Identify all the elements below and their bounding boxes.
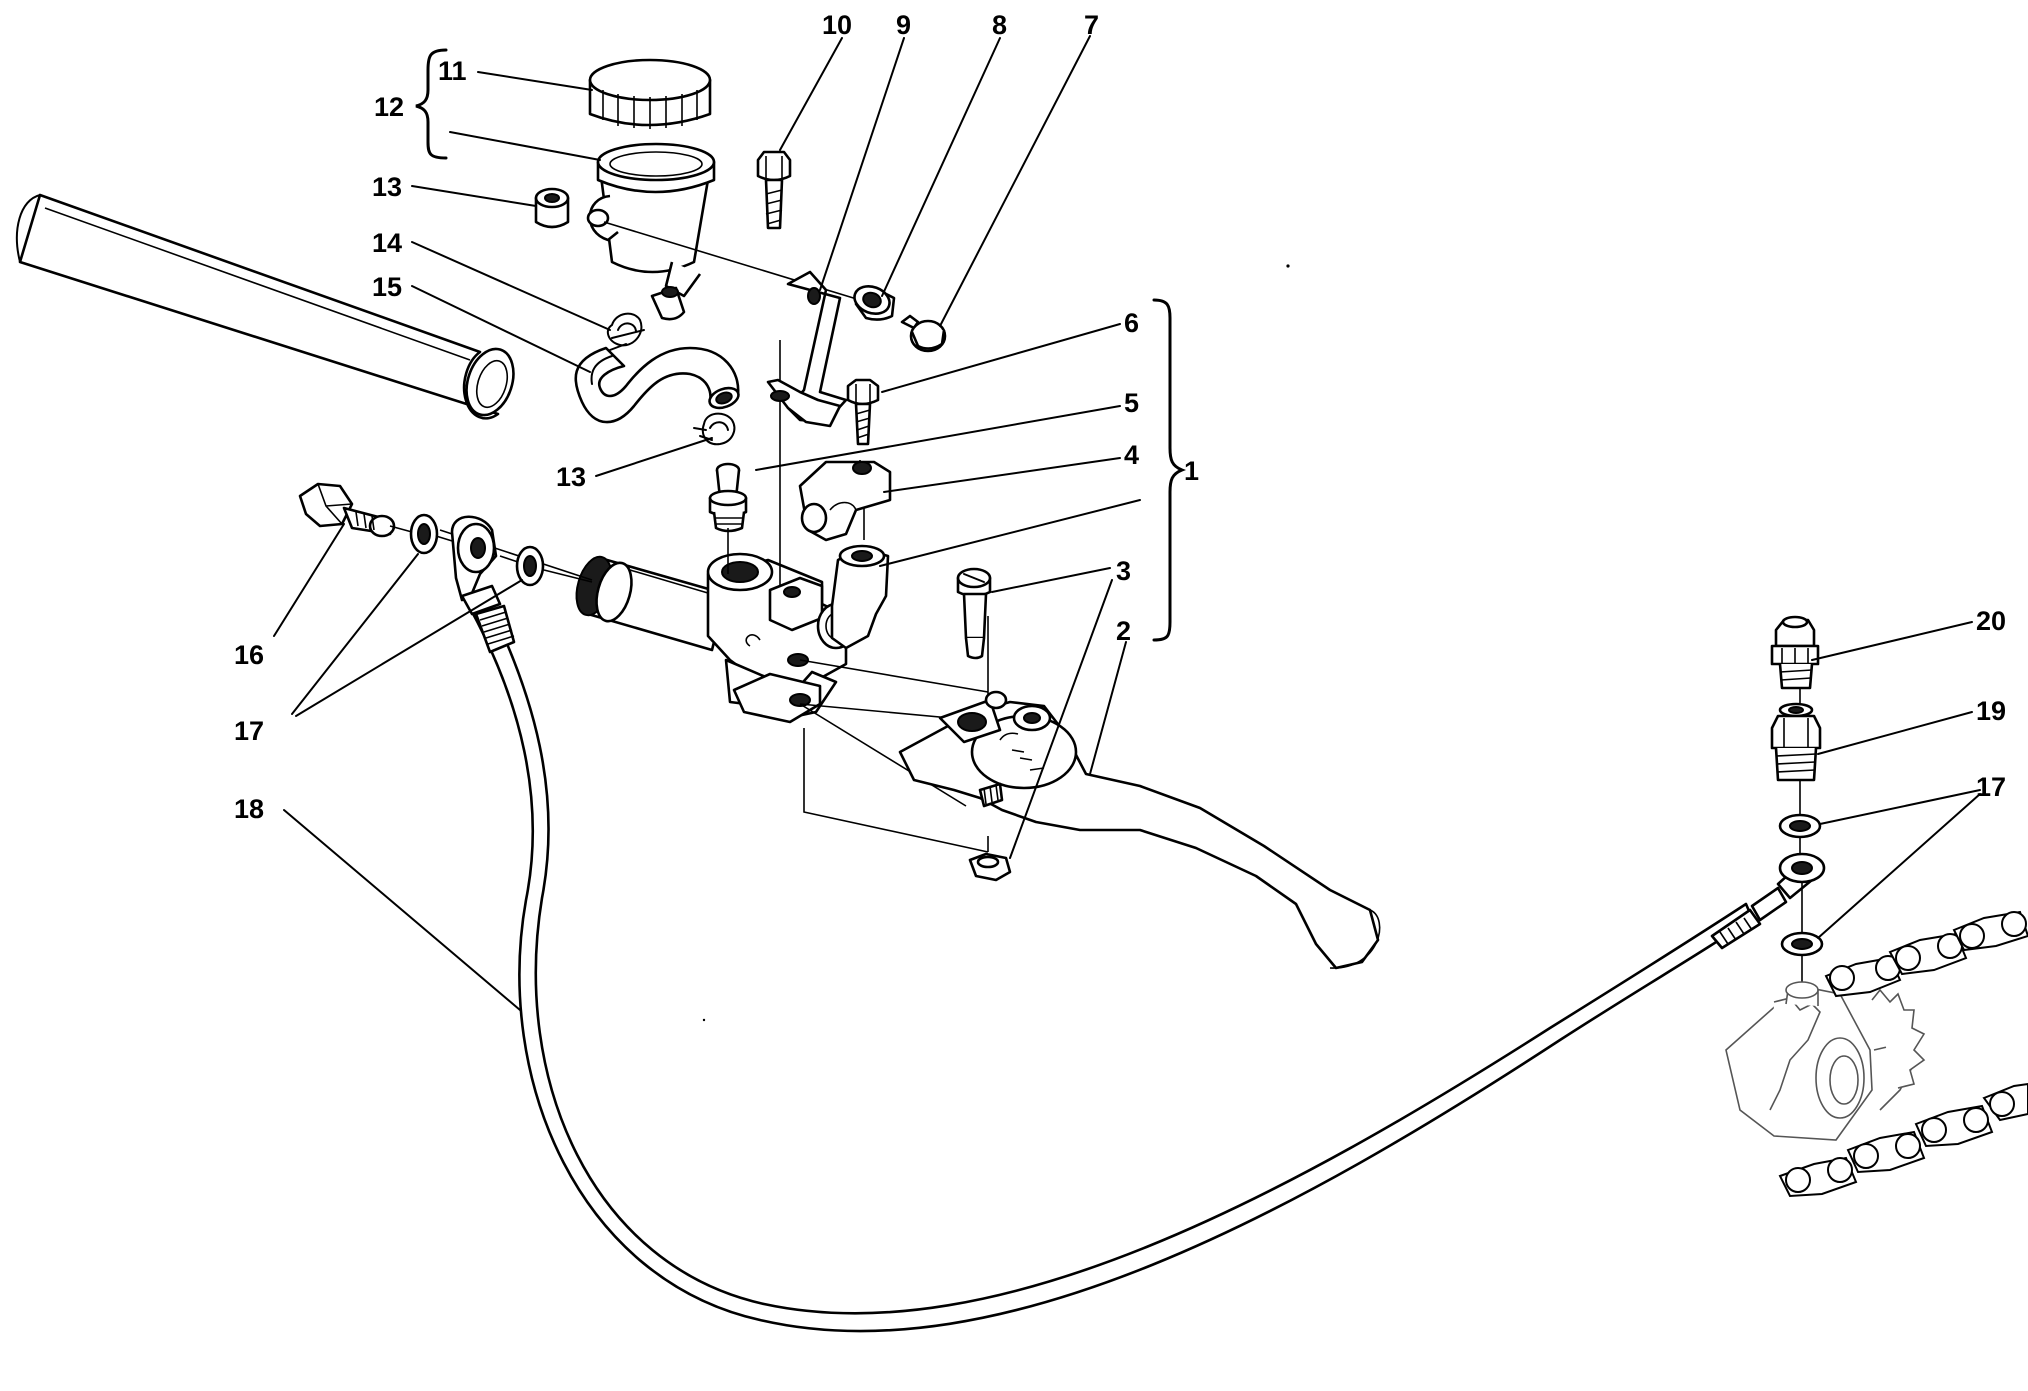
master-cylinder-body: [575, 552, 856, 724]
brace-1: [1152, 298, 1187, 642]
bolt-10: [756, 150, 792, 230]
bleed-nipple-19: [1770, 702, 1822, 782]
brace-12: [415, 48, 448, 160]
clutch-lever-2: [898, 690, 1381, 970]
callout-20: 20: [1976, 606, 2006, 636]
handlebar-tube: [16, 193, 515, 420]
callout-17-right: 17: [1976, 772, 2006, 802]
scan-speck: [1286, 264, 1290, 268]
drive-chain: [1778, 910, 2028, 1198]
callout-19: 19: [1976, 696, 2006, 726]
callout-12: 12: [374, 92, 404, 122]
screw-7: [900, 314, 947, 353]
callout-11: 11: [438, 56, 467, 86]
sealing-washer-17-right-a: [1778, 813, 1822, 839]
bleed-screw-20: [1770, 615, 1820, 690]
alignment-line-banjo: [389, 525, 593, 583]
reservoir-outlet-fitting: [650, 286, 686, 321]
callout-4: 4: [1124, 440, 1139, 470]
callout-labels: 11 12 13 14 15 13 10 9 8 7 6 5 4 1 3 2 1…: [234, 10, 2006, 824]
callout-17-left: 17: [234, 716, 264, 746]
lever-nut-3: [968, 852, 1012, 882]
callout-13-top: 13: [372, 172, 402, 202]
callout-16: 16: [234, 640, 264, 670]
callout-14: 14: [372, 228, 402, 258]
handlebar-clamp-lower-half: [830, 544, 890, 650]
callout-15: 15: [372, 272, 402, 302]
scan-speck: [702, 1018, 706, 1022]
sealing-washer-17-right-b: [1780, 931, 1824, 957]
callout-1: 1: [1184, 456, 1199, 486]
sealing-washer-17-left-a: [409, 513, 439, 555]
callout-8: 8: [992, 10, 1007, 40]
callout-5: 5: [1124, 388, 1139, 418]
bolt-6: [846, 378, 880, 446]
callout-6: 6: [1124, 308, 1139, 338]
callout-9: 9: [896, 10, 911, 40]
callout-3: 3: [1116, 556, 1131, 586]
sealing-washer-17-left-b: [515, 545, 545, 587]
reservoir-body: [586, 142, 716, 298]
banjo-bolt-16: [298, 482, 396, 538]
banjo-fitting-right: [1776, 852, 1826, 900]
clutch-slave-cylinder: [1725, 981, 1917, 1141]
hose-fitting-5: [708, 462, 748, 533]
leader-lines: [273, 35, 1981, 1011]
grommet-8: [853, 285, 896, 321]
callout-18: 18: [234, 794, 264, 824]
callout-13-bottom: 13: [556, 462, 586, 492]
reservoir-bracket-9: [766, 270, 848, 428]
callout-10: 10: [822, 10, 852, 40]
pivot-pin-3: [956, 567, 992, 660]
clutch-hose-18: [460, 584, 1788, 1333]
callout-2: 2: [1116, 616, 1131, 646]
handlebar-clamp-4: [798, 460, 892, 542]
hose-clamp-14: [606, 312, 645, 351]
callout-7: 7: [1084, 10, 1099, 40]
hose-clamp-13-bottom: [693, 412, 736, 446]
reservoir-hose-15: [574, 346, 740, 424]
reservoir-cap: [588, 58, 712, 129]
grommet-13-top: [534, 187, 570, 229]
